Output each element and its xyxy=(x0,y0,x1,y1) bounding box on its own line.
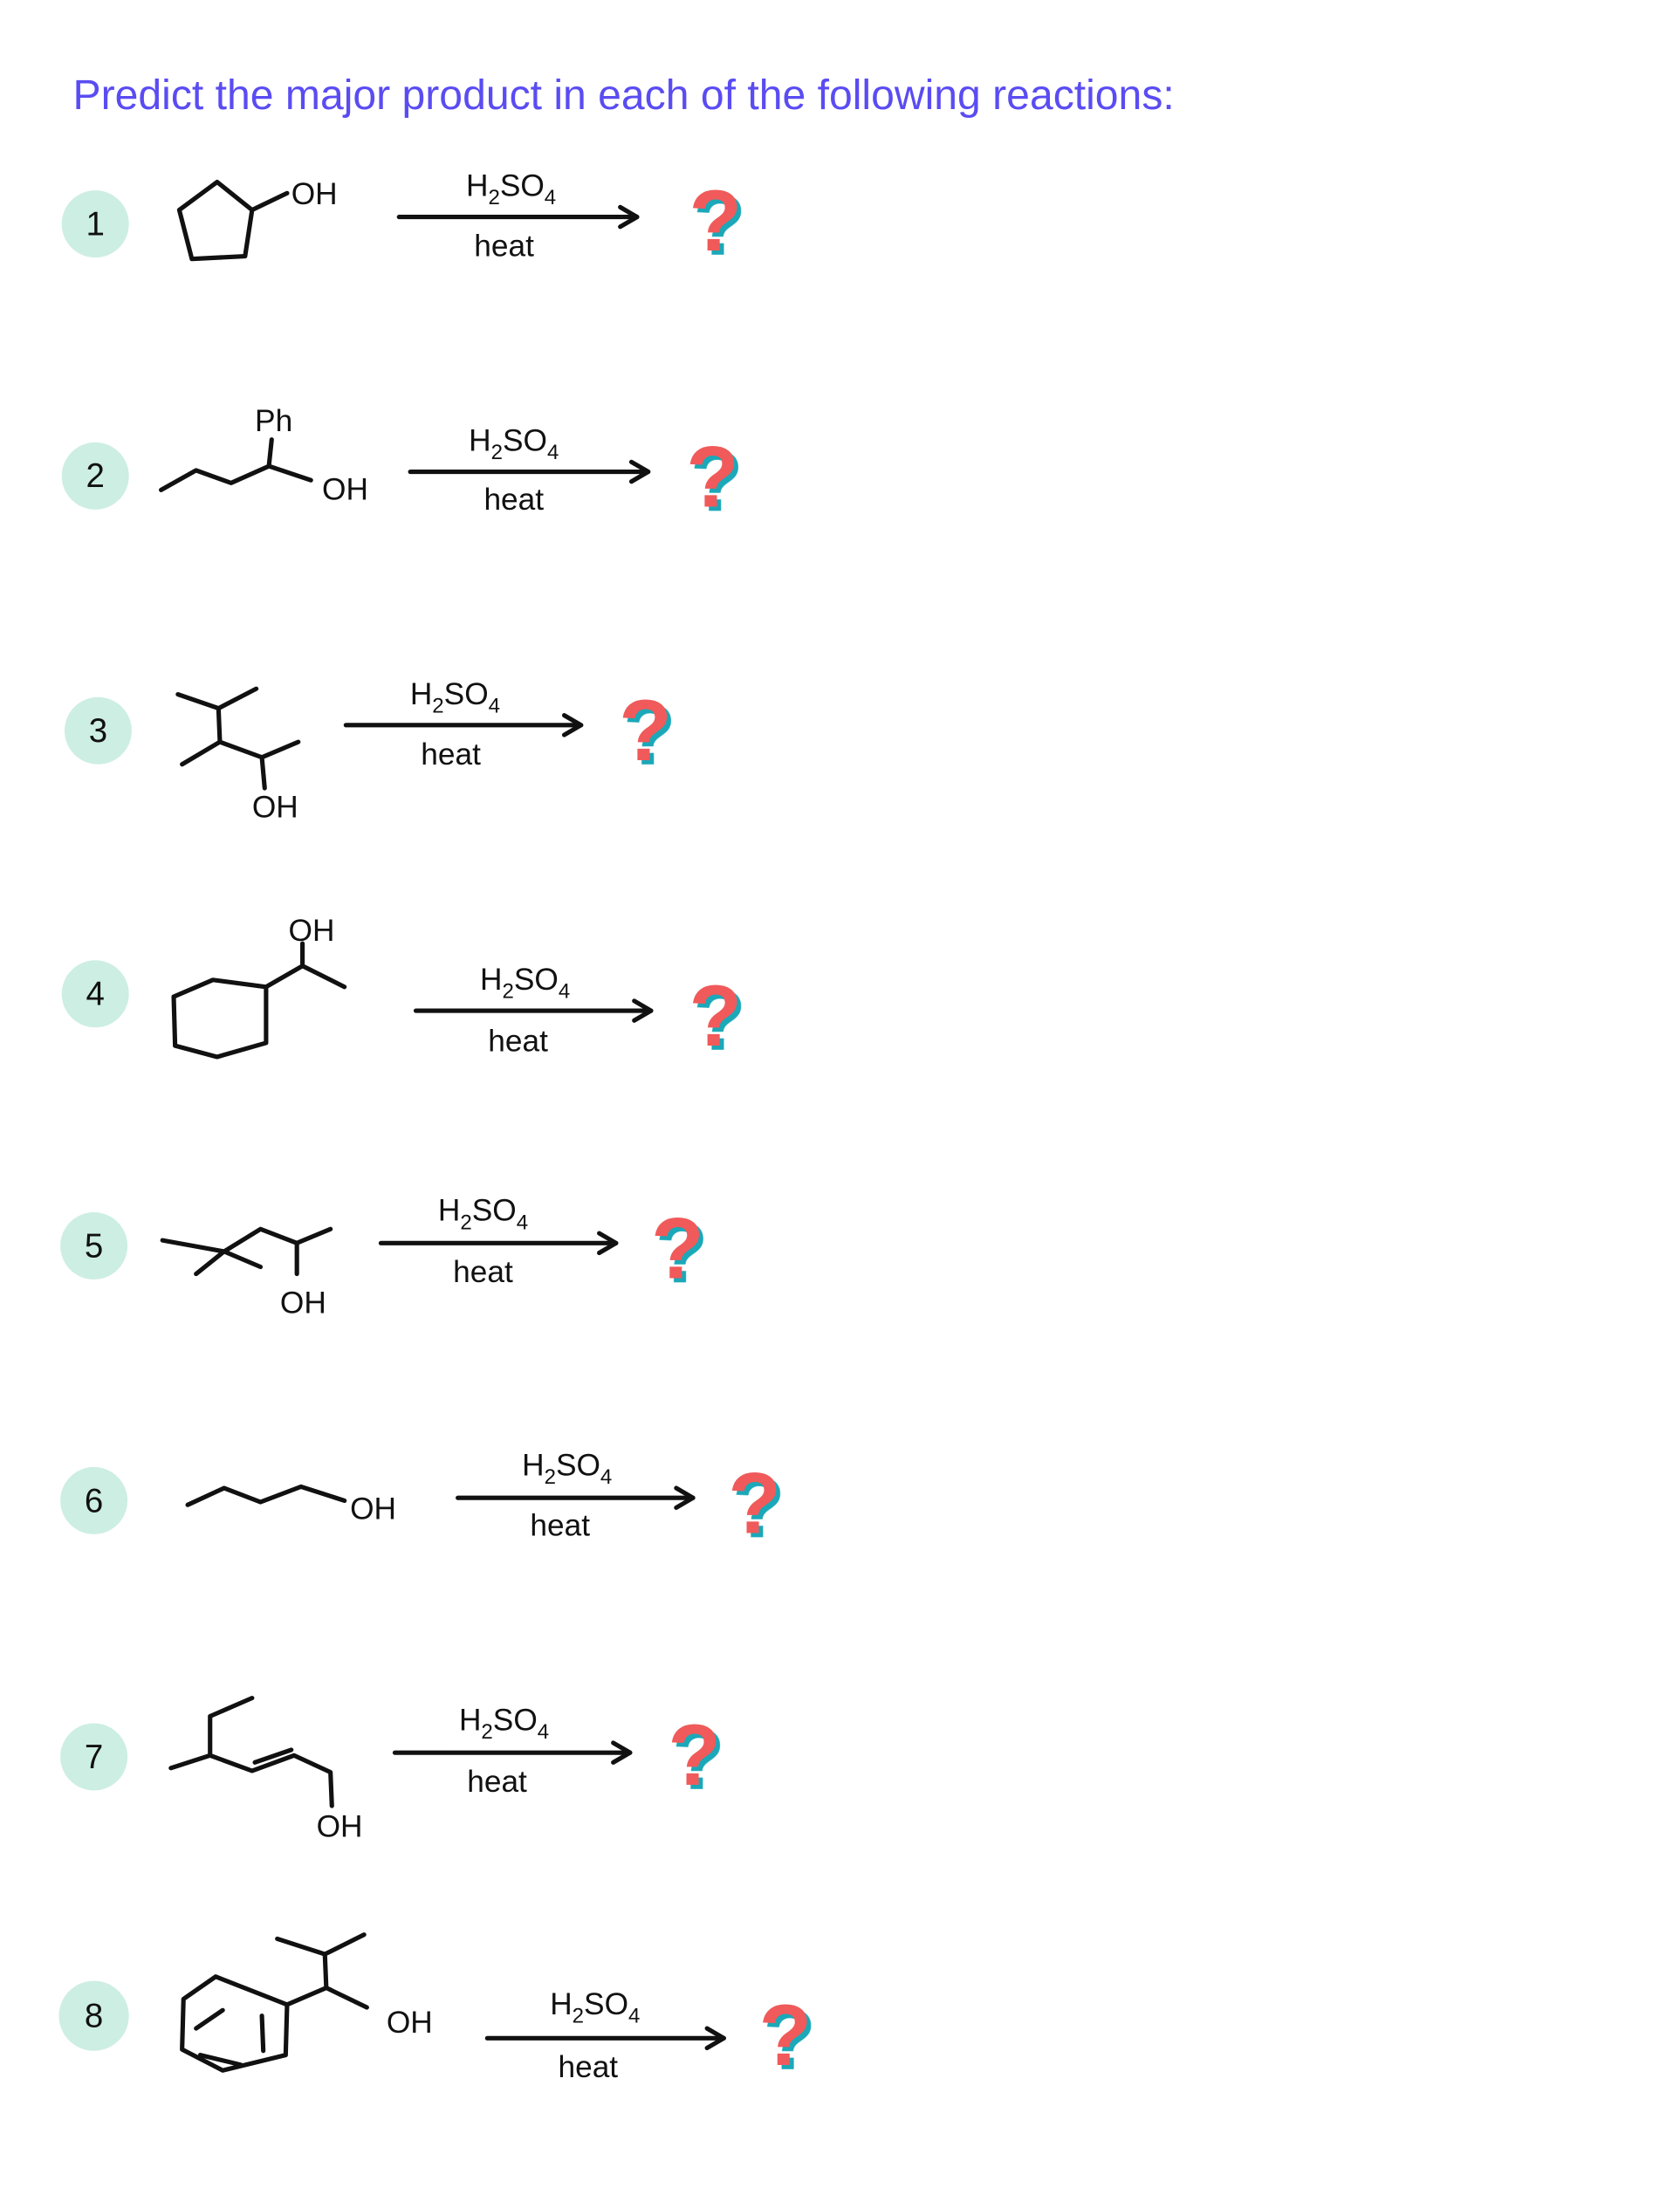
reaction-number: 8 xyxy=(85,1998,103,2035)
question-mark-icon: ? xyxy=(619,683,672,779)
reaction-2: 2 Ph OH H2SO4 heat ? xyxy=(61,404,739,526)
hydroxyl-label: OH xyxy=(350,1492,396,1526)
reagent-condition: heat xyxy=(467,1765,527,1799)
reagent-acid: H2SO4 xyxy=(410,677,500,718)
question-mark-icon: ? xyxy=(668,1707,721,1804)
question-mark-icon: ? xyxy=(651,1200,704,1297)
reaction-number-badge xyxy=(60,1212,128,1280)
allylic-alcohol-structure: OH xyxy=(168,1696,363,1843)
reaction-number-badge xyxy=(61,190,129,258)
cyclohexyl-alcohol-structure: OH xyxy=(171,914,347,1060)
reaction-3: 3 OH H2SO4 heat ? xyxy=(64,677,672,825)
reagent-acid: H2SO4 xyxy=(466,169,556,210)
reagent-arrow: H2SO4 heat xyxy=(456,1449,696,1543)
neopentyl-alcohol-structure: OH xyxy=(160,1226,333,1320)
reagent-arrow: H2SO4 heat xyxy=(396,169,640,264)
reagent-condition: heat xyxy=(421,737,481,772)
reaction-5: 5 OH H2SO4 heat ? xyxy=(60,1194,704,1320)
reagent-condition: heat xyxy=(483,483,544,517)
reagent-acid: H2SO4 xyxy=(480,963,570,1004)
phenyl-alcohol-structure: Ph OH xyxy=(159,404,368,507)
reaction-number: 1 xyxy=(86,205,104,243)
reagent-acid: H2SO4 xyxy=(459,1703,549,1744)
cyclopentanol-structure: OH xyxy=(176,177,338,262)
reagent-arrow: H2SO4 heat xyxy=(484,1987,723,2084)
reaction-number-badge xyxy=(61,960,129,1028)
reagent-acid: H2SO4 xyxy=(469,423,559,464)
hydroxyl-label: OH xyxy=(291,177,338,211)
reagent-acid: H2SO4 xyxy=(550,1987,640,2028)
reagent-condition: heat xyxy=(488,1025,548,1059)
question-mark-icon: ? xyxy=(689,173,742,270)
reagent-condition: heat xyxy=(558,2050,618,2084)
hydroxyl-label: OH xyxy=(387,2006,433,2040)
reaction-number: 2 xyxy=(86,457,104,495)
reaction-7: 7 OH H2SO4 heat ? xyxy=(60,1696,721,1843)
reagent-arrow: H2SO4 heat xyxy=(392,1703,633,1799)
reagent-arrow: H2SO4 heat xyxy=(343,677,584,772)
question-mark-icon: ? xyxy=(728,1455,781,1552)
reaction-number-badge xyxy=(60,1466,128,1534)
reagent-condition: heat xyxy=(474,230,534,264)
pentanol-structure: OH xyxy=(185,1484,396,1526)
phenyl-label: Ph xyxy=(255,404,292,438)
reaction-number: 3 xyxy=(89,712,107,750)
reaction-6: 6 OH H2SO4 heat ? xyxy=(60,1449,781,1552)
reaction-number-badge xyxy=(60,1723,128,1791)
reaction-number-badge xyxy=(58,1980,129,2051)
question-mark-icon: ? xyxy=(689,968,742,1065)
hydroxyl-label: OH xyxy=(289,914,335,948)
reagent-arrow: H2SO4 heat xyxy=(408,423,651,517)
question-mark-icon: ? xyxy=(759,1987,813,2084)
reagent-acid: H2SO4 xyxy=(522,1449,612,1490)
reaction-4: 4 OH H2SO4 heat ? xyxy=(61,914,742,1065)
reagent-acid: H2SO4 xyxy=(438,1194,528,1235)
reaction-number: 5 xyxy=(85,1227,103,1265)
hydroxyl-label: OH xyxy=(322,473,368,507)
hydroxyl-label: OH xyxy=(280,1286,326,1320)
branched-alcohol-structure: OH xyxy=(175,686,301,825)
reagent-condition: heat xyxy=(530,1509,590,1543)
reaction-number: 7 xyxy=(85,1739,103,1776)
reagent-arrow: H2SO4 heat xyxy=(378,1194,615,1289)
reagent-arrow: H2SO4 heat xyxy=(413,963,654,1059)
reaction-number: 4 xyxy=(86,976,104,1013)
reaction-1: 1 OH H2SO4 heat ? xyxy=(61,169,742,270)
reaction-8: 8 OH H2SO4 heat ? xyxy=(58,1932,813,2084)
reaction-number-badge xyxy=(61,442,129,510)
reaction-number-badge xyxy=(64,696,132,765)
question-mark-icon: ? xyxy=(686,429,739,526)
hydroxyl-label: OH xyxy=(317,1809,363,1843)
benzylic-alcohol-structure: OH xyxy=(180,1932,433,2073)
page-title: Predict the major product in each of the… xyxy=(73,72,1175,119)
hydroxyl-label: OH xyxy=(252,791,298,825)
reagent-condition: heat xyxy=(453,1255,513,1289)
reaction-number: 6 xyxy=(85,1482,103,1519)
